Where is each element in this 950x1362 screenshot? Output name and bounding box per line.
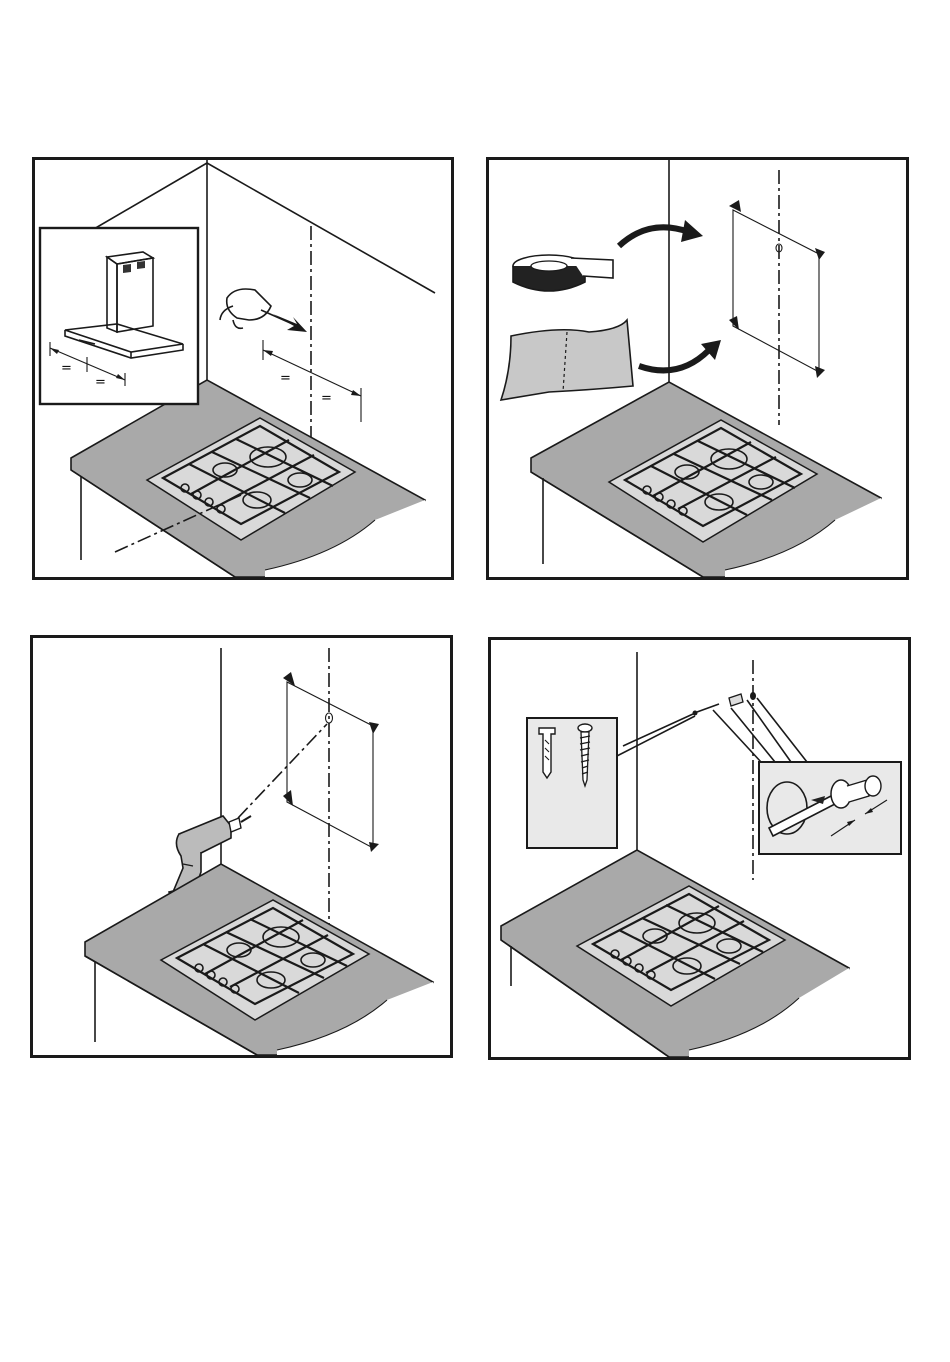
tape-roll-icon xyxy=(513,255,613,291)
fixing-detail-inset xyxy=(759,762,901,854)
paper-template-on-wall xyxy=(283,672,379,852)
paper-template-on-wall xyxy=(729,200,825,378)
hood-inset: = = xyxy=(40,228,198,404)
paper-template-icon xyxy=(501,320,633,400)
pencil-hand-icon xyxy=(220,289,297,328)
wall-plug-screw-inset xyxy=(527,718,617,848)
step-3-illustration xyxy=(33,638,450,1055)
equal-label-c: = xyxy=(280,371,291,386)
equal-label-d: = xyxy=(321,391,332,406)
arrow-icon xyxy=(273,314,307,332)
step-4-illustration xyxy=(491,640,908,1057)
step-4-panel xyxy=(488,637,911,1060)
step-1-panel: = = = = xyxy=(32,157,454,580)
step-1-illustration: = = = = xyxy=(35,160,451,577)
step-3-panel xyxy=(30,635,453,1058)
step-2-panel xyxy=(486,157,909,580)
arrow-icon xyxy=(619,220,721,370)
equal-label-b: = xyxy=(95,375,106,390)
step-2-illustration xyxy=(489,160,906,577)
equal-label-a: = xyxy=(61,361,72,376)
